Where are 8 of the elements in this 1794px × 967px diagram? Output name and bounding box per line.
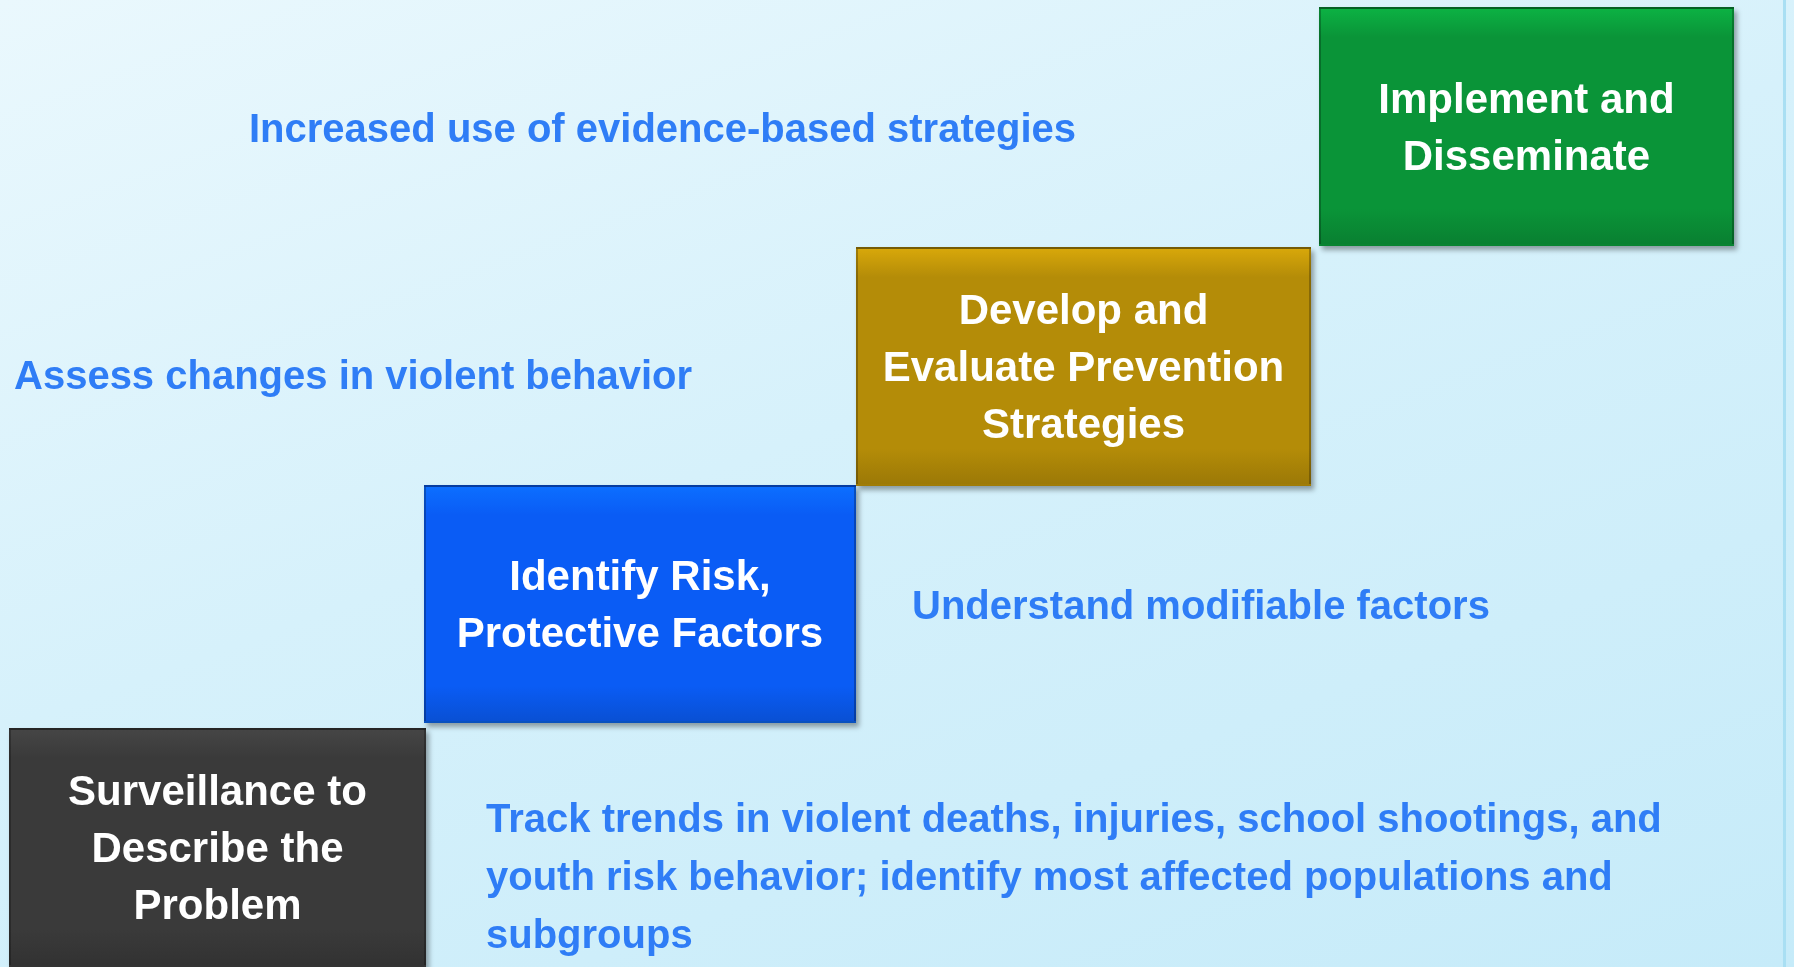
description-text: Assess changes in violent behavior bbox=[14, 352, 694, 399]
description-text: Increased use of evidence-based strategies bbox=[249, 105, 1078, 152]
step-box: Identify Risk, Protective Factors bbox=[424, 485, 856, 723]
description-text: Track trends in violent deaths, injuries, school shootings, and youth risk behavior; identify most affected populations and subgroups bbox=[486, 795, 1663, 958]
description-text: Understand modifiable factors bbox=[912, 582, 1491, 629]
step-box: Implement and Disseminate bbox=[1319, 7, 1734, 246]
step-box: Surveillance to Describe the Problem bbox=[9, 728, 426, 967]
step-box: Develop and Evaluate Prevention Strategies bbox=[856, 247, 1311, 486]
